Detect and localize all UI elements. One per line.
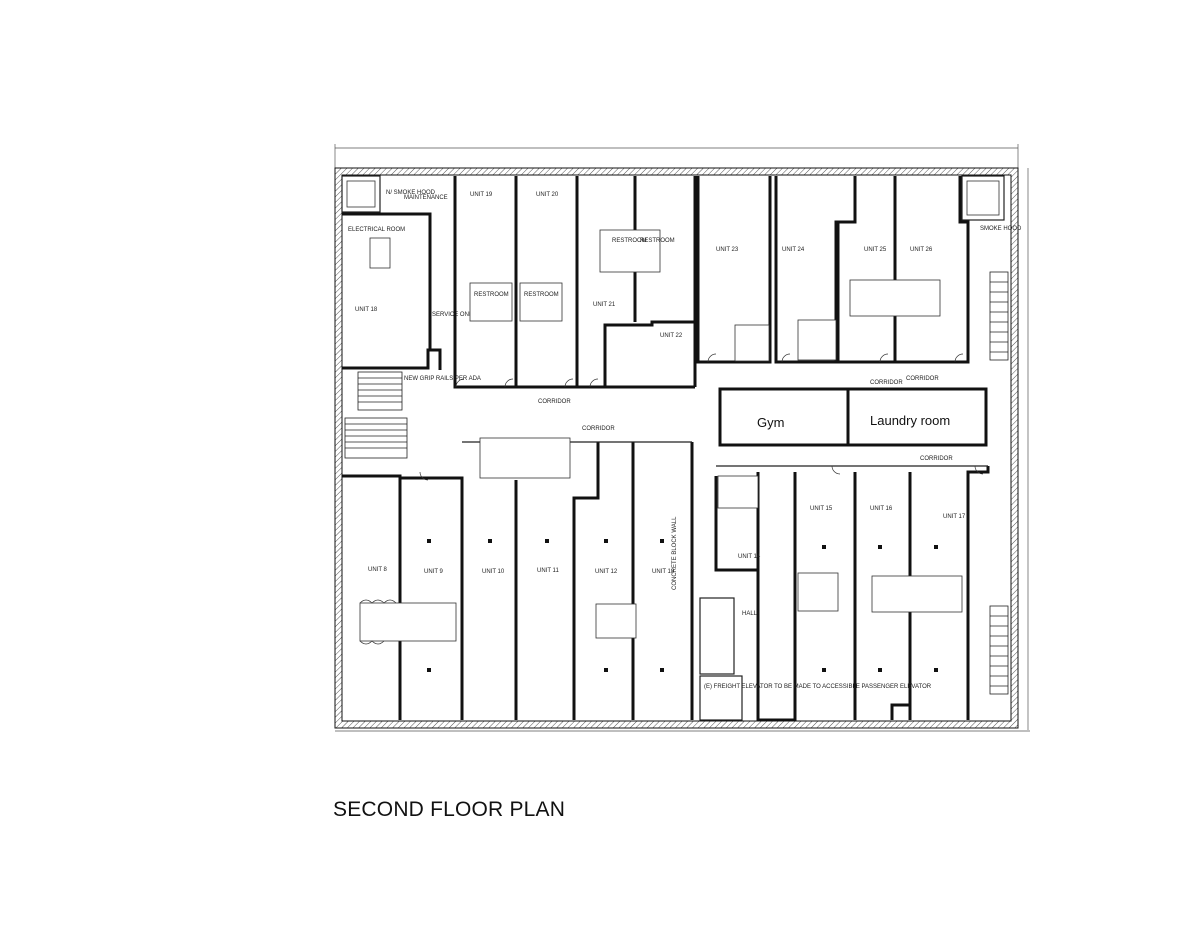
unit-16-label: UNIT 16: [870, 506, 893, 512]
door-swings: [419, 353, 984, 481]
svg-text:SMOKE HOOD: SMOKE HOOD: [980, 226, 1022, 232]
corridor-center-label: CORRIDOR: [538, 399, 571, 405]
maintenance-label: MAINTENANCE: [404, 195, 448, 201]
unit-11-label: UNIT 11: [537, 568, 559, 574]
unit-19-label: UNIT 19: [470, 192, 493, 198]
unit-13-label: UNIT 13: [652, 569, 675, 575]
gym-label: Gym: [757, 415, 784, 430]
unit-17-label: UNIT 17: [943, 514, 966, 520]
unit-21-label: UNIT 21: [593, 302, 616, 308]
zone-amenities: Gym Laundry room: [718, 387, 988, 447]
corridor-upper-right-label: CORRIDOR: [870, 380, 903, 386]
hall-label: HALL: [742, 611, 758, 617]
laundry-room-label: Laundry room: [870, 413, 950, 428]
svg-text:RESTROOM: RESTROOM: [612, 238, 647, 244]
grip-rails-note: NEW GRIP RAILS PER ADA: [404, 376, 481, 382]
stair-left: [344, 371, 408, 459]
plan-title: SECOND FLOOR PLAN: [333, 798, 566, 821]
unit-8-label: UNIT 8: [368, 567, 388, 573]
dimension-lines: [334, 144, 1030, 732]
unit-15-label: UNIT 15: [810, 506, 833, 512]
unit-24-label: UNIT 24: [782, 247, 805, 253]
unit-9-label: UNIT 9: [424, 569, 444, 575]
stair-right: [989, 271, 1009, 695]
corridor-lower-right-label: CORRIDOR: [920, 456, 953, 462]
unit-14-label: UNIT 14: [738, 554, 761, 560]
svg-text:RESTROOM: RESTROOM: [640, 238, 675, 244]
svg-text:RESTROOM: RESTROOM: [474, 292, 509, 298]
svg-text:N/ SMOKE HOOD: N/ SMOKE HOOD: [386, 190, 436, 196]
unit-23-label: UNIT 23: [716, 247, 739, 253]
unit-10-label: UNIT 10: [482, 569, 505, 575]
electrical-room-label: ELECTRICAL ROOM: [348, 227, 405, 233]
unit-25-label: UNIT 25: [864, 247, 887, 253]
unit-26-label: UNIT 26: [910, 247, 933, 253]
svg-text:CORRIDOR: CORRIDOR: [906, 376, 939, 382]
unit-18-label: UNIT 18: [355, 307, 378, 313]
zone-upper-right: UNIT 23 UNIT 24 UNIT 25 UNIT 26 SMOKE HO…: [696, 175, 1022, 386]
zone-upper-middle: UNIT 19 UNIT 20 UNIT 21 UNIT 22 RESTROOM…: [453, 176, 697, 389]
concrete-wall-note: CONCRETE BLOCK WALL: [672, 516, 678, 590]
unit-22-label: UNIT 22: [660, 333, 683, 339]
zone-lower-right: UNIT 14 UNIT 15 UNIT 16 UNIT 17 HALL (E)…: [699, 465, 990, 722]
fixture-markers: [427, 539, 938, 672]
unit-20-label: UNIT 20: [536, 192, 559, 198]
corridor-middle-label: CORRIDOR: [582, 426, 615, 432]
elevator-note: (E) FREIGHT ELEVATOR TO BE MADE TO ACCES…: [704, 684, 932, 690]
zone-lower-left: UNIT 8 UNIT 9 UNIT 10 UNIT 11 UNIT 12 UN…: [342, 437, 694, 720]
unit-12-label: UNIT 12: [595, 569, 618, 575]
svg-text:RESTROOM: RESTROOM: [524, 292, 559, 298]
